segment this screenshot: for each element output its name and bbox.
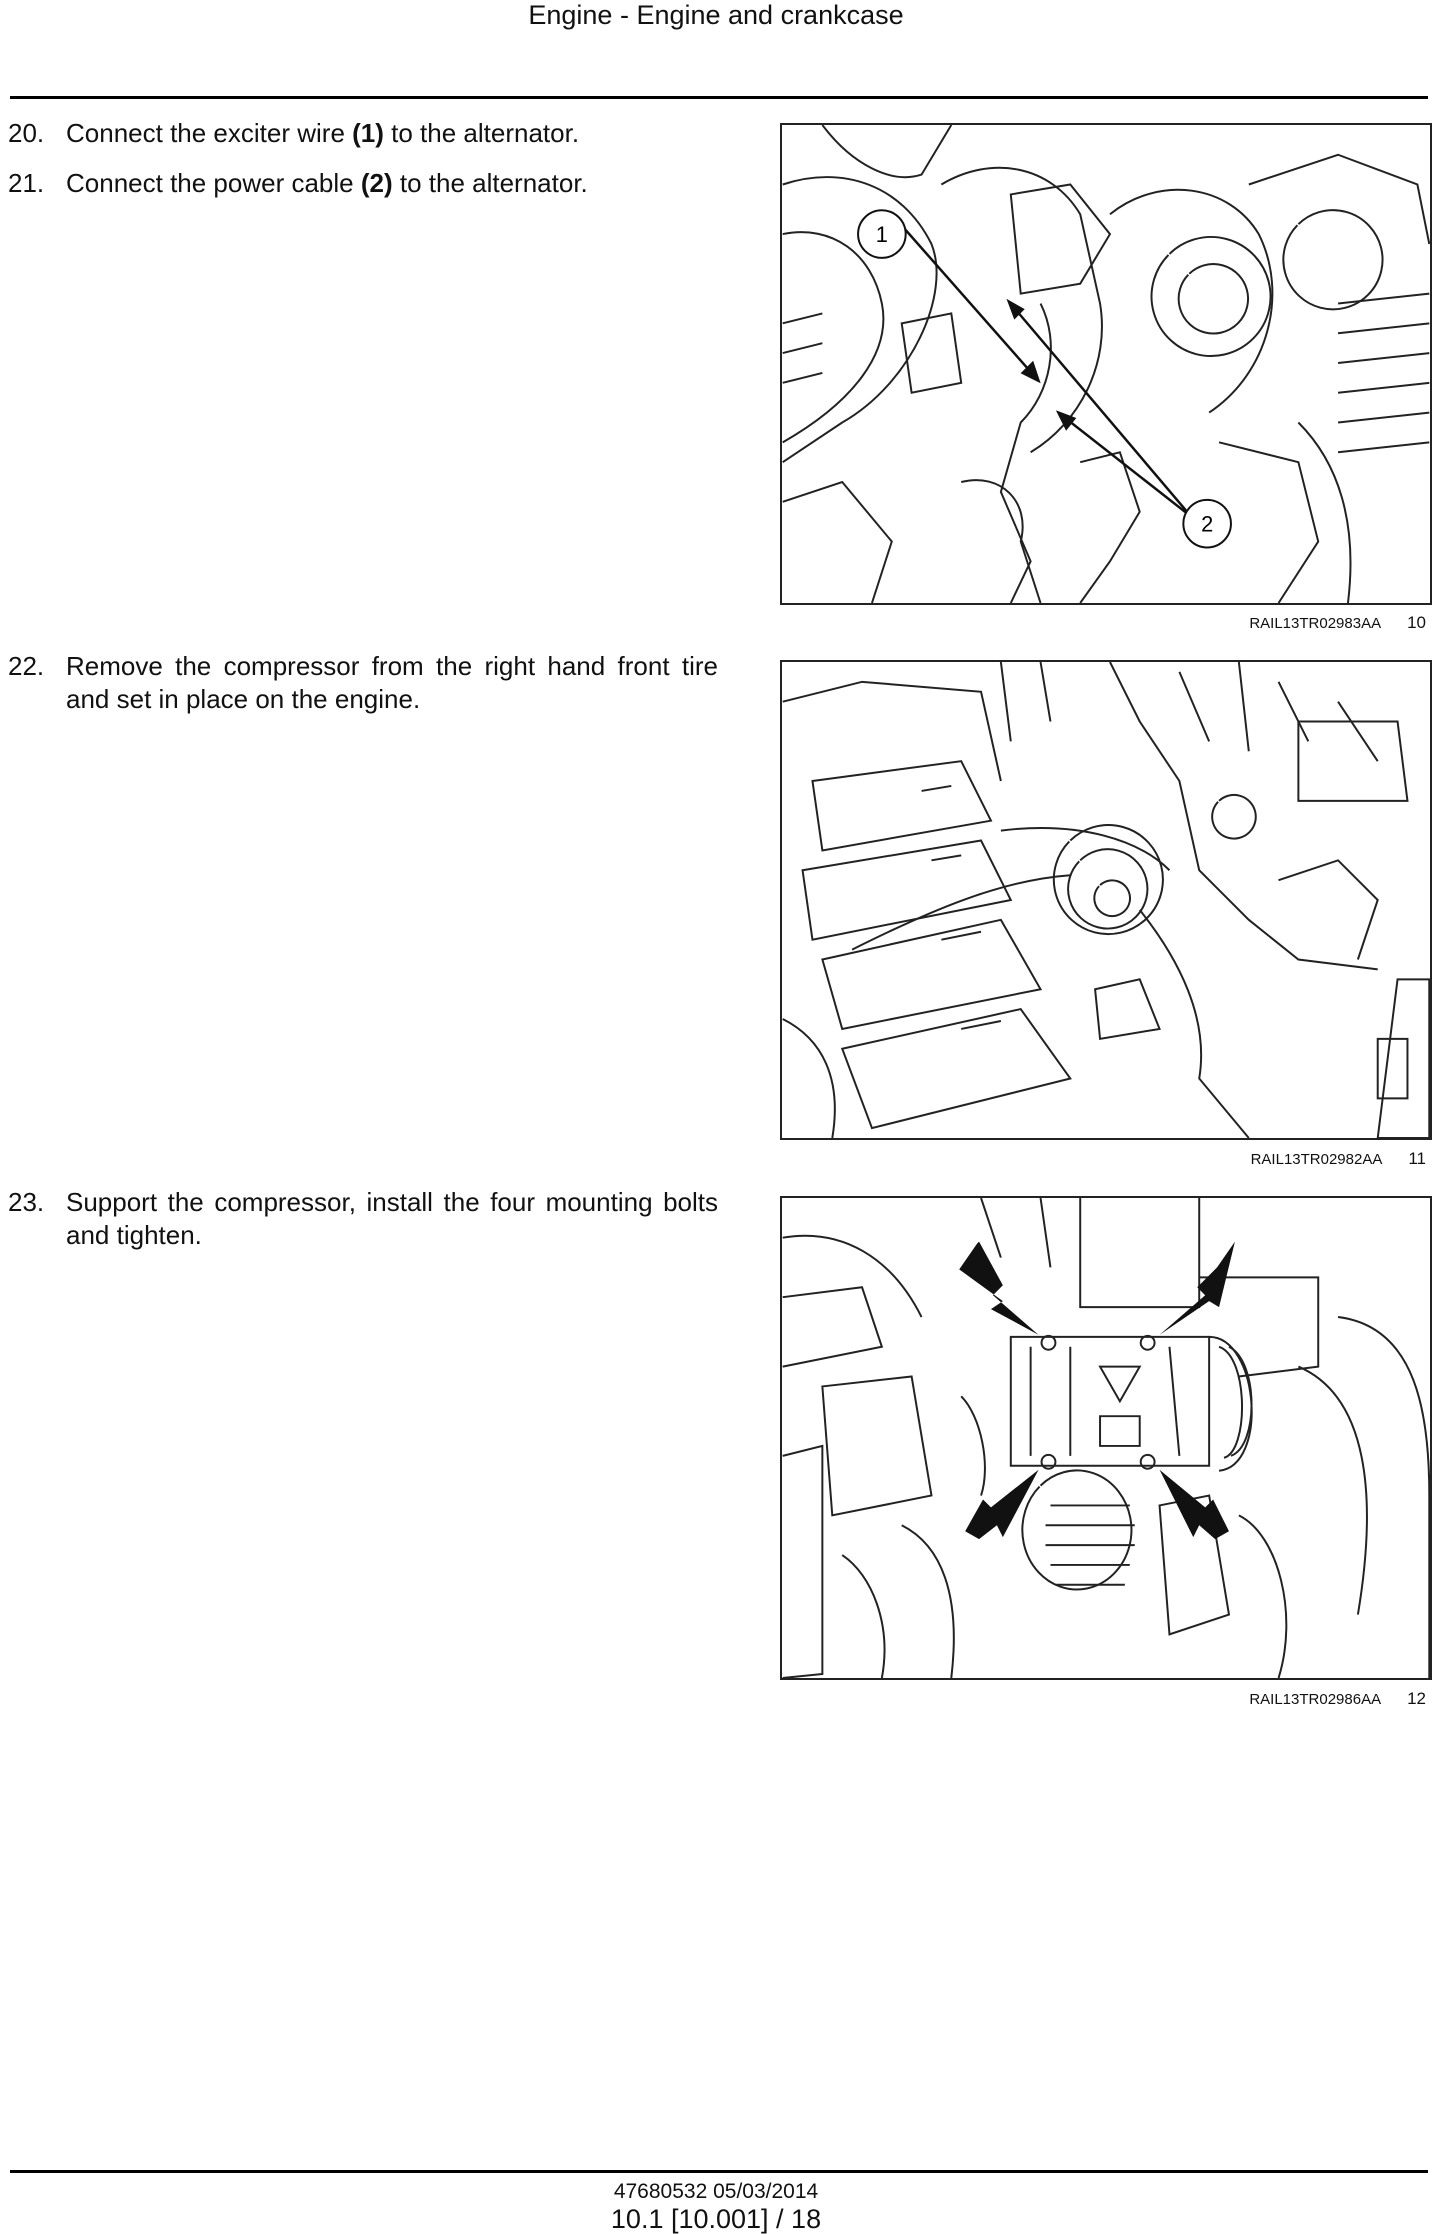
step-text: Remove the compressor from the right han… (66, 651, 718, 714)
step-callout-ref: (2) (360, 168, 393, 198)
step-text: Connect the exciter wire (1) to the alte… (66, 117, 718, 150)
alternator-illustration: 1 2 (782, 125, 1430, 603)
compressor-tire-illustration (782, 662, 1430, 1138)
figure-number: 11 (1408, 1149, 1426, 1168)
compressor-bolts-illustration (782, 1198, 1430, 1678)
step-22: 22. Remove the compressor from the right… (8, 650, 718, 716)
header-rule (10, 96, 1428, 99)
step-text-part: Connect the exciter wire (66, 118, 353, 148)
step-number: 20. (8, 118, 45, 148)
figure-code: RAIL13TR02982AA (1250, 1151, 1383, 1168)
callout-2: 2 (1201, 512, 1213, 537)
footer-page-number: 10.1 [10.001] / 18 (610, 2204, 822, 2234)
step-21: 21. Connect the power cable (2) to the a… (8, 167, 718, 200)
step-number: 22. (8, 651, 45, 681)
step-text-part: to the alternator. (383, 118, 580, 148)
footer-rule (10, 2170, 1428, 2173)
figure-number: 10 (1407, 613, 1426, 632)
step-20: 20. Connect the exciter wire (1) to the … (8, 117, 718, 150)
figure-code: RAIL13TR02986AA (1249, 1691, 1382, 1708)
figure-number: 12 (1407, 1689, 1426, 1708)
step-text-part: Connect the power cable (66, 168, 361, 198)
step-text: Support the compressor, install the four… (66, 1187, 718, 1250)
figure-alternator-wiring: 1 2 (780, 123, 1432, 605)
footer-document-id: 47680532 05/03/2014 (613, 2180, 819, 2203)
step-text-part: to the alternator. (392, 168, 588, 198)
step-number: 23. (8, 1187, 45, 1217)
step-number: 21. (8, 168, 45, 198)
figure-compressor-mounting-bolts (780, 1196, 1432, 1680)
step-text: Connect the power cable (2) to the alter… (66, 167, 718, 200)
callout-1: 1 (876, 222, 888, 247)
figure-compressor-on-tire (780, 660, 1432, 1140)
figure-code: RAIL13TR02983AA (1249, 615, 1382, 632)
figure-caption: RAIL13TR02982AA 11 (826, 1150, 1426, 1169)
page-header-title: Engine - Engine and crankcase (528, 0, 904, 30)
step-23: 23. Support the compressor, install the … (8, 1186, 718, 1252)
step-callout-ref: (1) (352, 118, 384, 148)
figure-caption: RAIL13TR02986AA 12 (826, 1690, 1426, 1709)
figure-caption: RAIL13TR02983AA 10 (826, 614, 1426, 633)
